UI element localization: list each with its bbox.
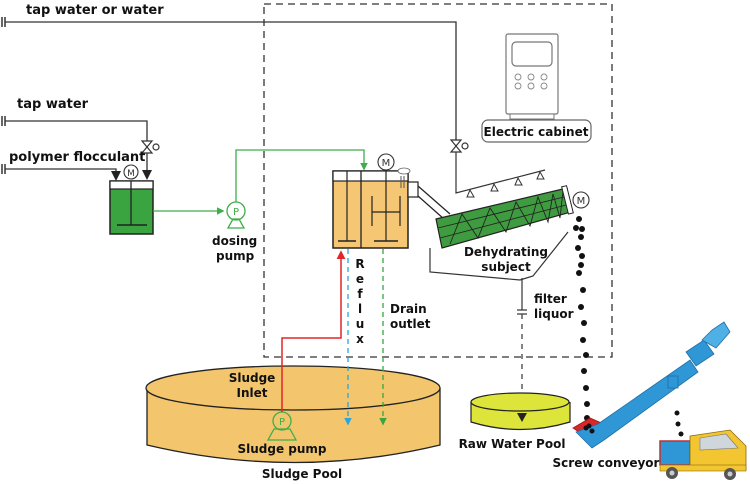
label-dosing: dosing bbox=[212, 234, 257, 248]
filtrate-tray bbox=[429, 231, 569, 281]
valve-icon[interactable] bbox=[140, 140, 160, 154]
label-polymer-flocculant: polymer flocculant bbox=[9, 150, 145, 165]
overflow-chute bbox=[407, 181, 451, 220]
electric-cabinet-label-box bbox=[481, 119, 592, 143]
sludge-cake-dot bbox=[575, 245, 581, 251]
svg-text:f: f bbox=[357, 287, 363, 301]
arrow-down-icon bbox=[517, 413, 527, 422]
dosing-pump-icon[interactable]: P bbox=[226, 201, 246, 229]
label-dehydrating: Dehydrating bbox=[464, 245, 548, 259]
arrow-down-icon bbox=[111, 171, 121, 181]
sludge-cake-dot bbox=[581, 320, 587, 326]
svg-text:M: M bbox=[127, 169, 135, 179]
sludge-feed-line bbox=[281, 250, 346, 412]
label-inlet: Inlet bbox=[237, 386, 268, 400]
label-screw-conveyor: Screw conveyor bbox=[553, 456, 660, 470]
sludge-cake-dot bbox=[579, 226, 585, 232]
spray-valve-icon[interactable] bbox=[449, 139, 469, 153]
sludge-cake-dot bbox=[578, 304, 584, 310]
label-reflux: R e f l u x bbox=[355, 257, 364, 346]
truck-icon bbox=[659, 429, 747, 480]
svg-text:P: P bbox=[233, 207, 239, 218]
label-tap-water-or-water: tap water or water bbox=[26, 3, 164, 18]
sludge-cake-dot bbox=[579, 253, 585, 259]
label-sludge: Sludge bbox=[229, 371, 276, 385]
electric-cabinet-icon[interactable] bbox=[505, 33, 559, 120]
svg-text:P: P bbox=[279, 417, 285, 428]
sludge-pool bbox=[145, 365, 441, 464]
sludge-cake-dot bbox=[573, 225, 579, 231]
sludge-cake-dot bbox=[580, 337, 586, 343]
mixer-motor-icon: M bbox=[123, 164, 139, 180]
label-electric-cabinet: Electric cabinet bbox=[484, 125, 589, 139]
svg-text:x: x bbox=[356, 332, 364, 346]
label-liquor: liquor bbox=[534, 307, 574, 321]
label-sludge-pool: Sludge Pool bbox=[262, 467, 342, 481]
svg-text:e: e bbox=[356, 272, 364, 286]
screw-conveyor bbox=[572, 321, 731, 449]
polymer-flocculant-inlet bbox=[1, 164, 117, 176]
flocculant-tank bbox=[109, 180, 154, 235]
sludge-cake-dot bbox=[576, 270, 582, 276]
svg-text:u: u bbox=[356, 317, 365, 331]
sludge-cake-dot bbox=[578, 262, 584, 268]
svg-text:M: M bbox=[577, 196, 586, 207]
conveyor-discharge-dots bbox=[674, 410, 684, 437]
sludge-cake-dot bbox=[583, 385, 589, 391]
dosing-line bbox=[235, 149, 368, 202]
raw-water-pool bbox=[470, 392, 571, 431]
equipment-boundary bbox=[263, 3, 613, 358]
svg-text:R: R bbox=[355, 257, 364, 271]
sludge-cake-dot bbox=[584, 401, 590, 407]
spray-bar bbox=[455, 152, 546, 198]
sludge-cake-dot bbox=[576, 216, 582, 222]
label-tap-water: tap water bbox=[17, 97, 89, 112]
svg-text:M: M bbox=[382, 158, 391, 169]
label-outlet: outlet bbox=[390, 317, 431, 331]
level-sensor-icon bbox=[397, 167, 411, 175]
mixing-tank bbox=[332, 170, 409, 249]
tap-water-or-water-inlet bbox=[1, 17, 457, 140]
sludge-cake-dot bbox=[578, 234, 584, 240]
arrow-down-icon bbox=[142, 170, 152, 180]
sludge-cake-dot bbox=[583, 352, 589, 358]
label-sludge-pump: Sludge pump bbox=[237, 442, 326, 456]
screw-motor-icon: M bbox=[572, 191, 590, 209]
label-subject: subject bbox=[481, 260, 531, 274]
label-drain: Drain bbox=[390, 302, 427, 316]
tap-water-inlet bbox=[1, 116, 148, 176]
sludge-cake-dot bbox=[581, 368, 587, 374]
tank-motor-icon: M bbox=[377, 153, 395, 171]
label-filter: filter bbox=[534, 292, 567, 306]
label-raw-water-pool: Raw Water Pool bbox=[459, 437, 566, 451]
svg-text:l: l bbox=[358, 302, 362, 316]
filter-liquor-line bbox=[517, 278, 527, 416]
dehydrating-screw-press bbox=[435, 185, 574, 249]
label-pump: pump bbox=[216, 249, 255, 263]
sludge-cake-drop bbox=[573, 216, 590, 421]
sludge-cake-dot bbox=[580, 287, 586, 293]
